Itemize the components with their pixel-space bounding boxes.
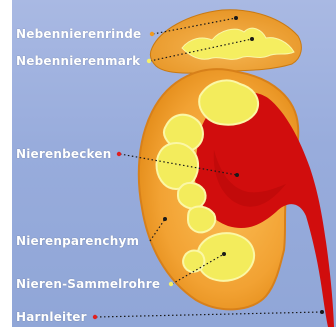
marker-nieren-sammelrohre [169,282,173,286]
label-nebennierenrinde: Nebennierenrinde [16,27,141,41]
marker-nierenbecken [117,152,121,156]
label-nieren-sammelrohre: Nieren-Sammelrohre [16,277,160,291]
leader-line-harnleiter [96,312,322,317]
target-nebennierenmark [250,37,254,41]
marker-harnleiter [93,315,97,319]
target-nieren-sammelrohre [222,252,226,256]
label-nebennierenmark: Nebennierenmark [16,54,140,68]
marker-nebennierenmark [147,59,151,63]
marker-nebennierenrinde [150,32,154,36]
label-nierenbecken: Nierenbecken [16,147,111,161]
target-nierenparenchym [163,217,167,221]
target-nebennierenrinde [234,16,238,20]
label-nierenparenchym: Nierenparenchym [16,234,139,248]
label-harnleiter: Harnleiter [16,310,87,324]
target-nierenbecken [235,173,239,177]
target-harnleiter [320,310,324,314]
